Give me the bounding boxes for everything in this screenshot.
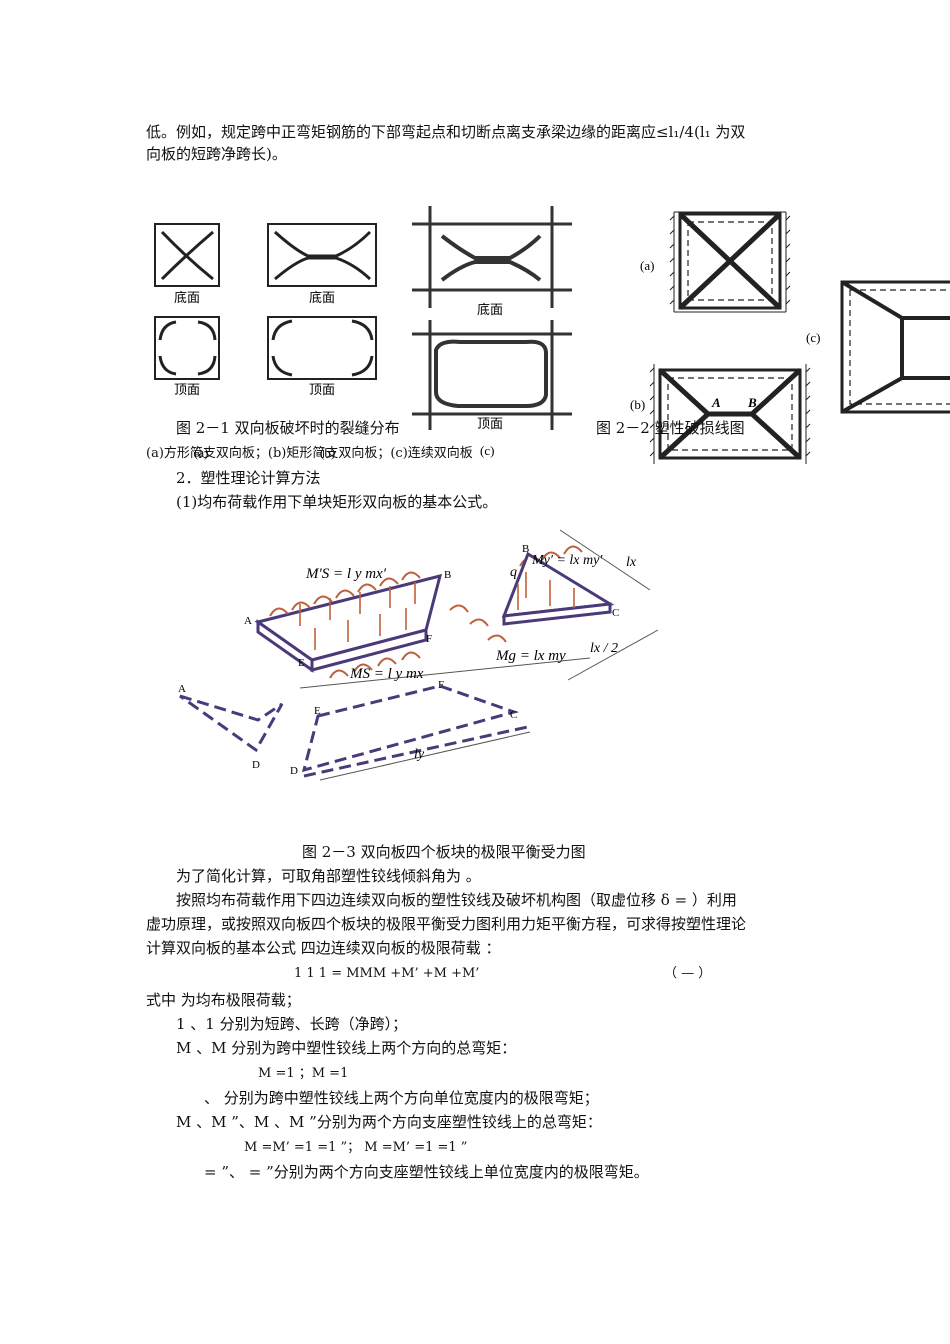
- fig3-caption: 图 2－3 双向板四个板块的极限平衡受力图: [302, 843, 586, 861]
- def-4: 、 分别为跨中塑性铰线上两个方向单位宽度内的极限弯矩；: [204, 1089, 599, 1107]
- fig3-point-f2: F: [438, 679, 444, 691]
- section-heading: 2．塑性理论计算方法: [176, 469, 321, 487]
- section-sub: (1)均布荷载作用下单块矩形双向板的基本公式。: [176, 493, 498, 511]
- fig1-tag-a: (a): [194, 445, 208, 460]
- def-2: M 、M 分别为跨中塑性铰线上两个方向的总弯矩：: [176, 1039, 517, 1057]
- fig3-my-top: My′ = lx my′: [531, 553, 603, 568]
- fig3-point-b: B: [444, 569, 451, 581]
- fig3-point-c: C: [612, 607, 619, 619]
- formula-number: （ — ）: [664, 966, 712, 981]
- fig1-caption: 图 2－1 双向板破坏时的裂缝分布: [176, 419, 400, 437]
- fig3-point-e2: E: [314, 705, 321, 717]
- para-1: 为了简化计算，可取角部塑性铰线倾斜角为 。: [176, 867, 481, 885]
- fig3-point-d: D: [252, 759, 260, 771]
- fig3-ly: ly: [414, 747, 425, 762]
- figure-2-2: (a) (b) (c) A B: [630, 211, 950, 464]
- fig3-mg: Mg = lx my: [495, 648, 566, 664]
- fig2-tag-b: (b): [630, 397, 645, 412]
- def-6: M =M’ =1 =1 ”； M =M’ =1 =1 ”: [244, 1140, 468, 1155]
- fig3-point-d2: D: [290, 765, 298, 777]
- fig3-lx: lx: [626, 555, 637, 570]
- fig1-subcaption: (a)方形简支双向板；(b)矩形简支双向板；(c)连续双向板: [146, 446, 473, 461]
- def-3: M =1 ；M =1: [258, 1066, 349, 1081]
- fig2-tag-a: (a): [640, 258, 654, 273]
- fig3-point-e: E: [298, 657, 305, 669]
- def-5: M 、M ”、M 、M ”分别为两个方向支座塑性铰线上的总弯矩：: [176, 1113, 602, 1131]
- def-1: 1 、1 分别为短跨、长跨（净跨）；: [176, 1015, 408, 1033]
- intro-line-2: 向板的短跨净跨长)。: [146, 145, 287, 163]
- fig2-point-b: B: [747, 395, 757, 410]
- fig2-point-a: A: [711, 395, 721, 410]
- fig1-bottom-label-b: 底面: [309, 290, 335, 305]
- def-0: 式中 为均布极限荷载；: [146, 991, 301, 1009]
- formula: 1 1 1 = MMM +M’ +M +M’: [294, 966, 480, 981]
- fig3-q: q: [510, 565, 517, 580]
- figure-2-3: M′S = l y mx′ My′ = lx my′ MS = l y mx M…: [178, 529, 659, 781]
- fig2-tag-c: (c): [806, 330, 820, 345]
- fig3-ms-bot: MS = l y mx: [349, 666, 424, 682]
- intro-line-1: 低。例如，规定跨中正弯矩钢筋的下部弯起点和切断点离支承梁边缘的距离应≤l₁/4(…: [146, 123, 746, 141]
- para-2a: 按照均布荷载作用下四边连续双向板的塑性铰线及破坏机构图（取虚位移 δ = ）利用: [176, 891, 737, 909]
- fig3-point-a2: A: [178, 683, 186, 695]
- fig3-ms-top: M′S = l y mx′: [305, 566, 387, 582]
- fig1-tag-b: (b): [320, 445, 335, 460]
- fig3-point-a: A: [244, 615, 252, 627]
- fig1-tag-c: (c): [480, 443, 494, 458]
- fig3-lx-half: lx / 2: [590, 641, 618, 656]
- fig1-top-label-c: 顶面: [477, 416, 503, 431]
- para-2b: 虚功原理，或按照双向板四个板块的极限平衡受力图利用力矩平衡方程，可求得按塑性理论: [146, 915, 747, 933]
- fig1-bottom-label-c: 底面: [477, 302, 503, 317]
- fig1-bottom-label-a: 底面: [174, 290, 200, 305]
- para-2c: 计算双向板的基本公式 四边连续双向板的极限荷载 ：: [146, 939, 501, 957]
- fig3-point-c2: C: [510, 709, 517, 721]
- fig1-top-label-b: 顶面: [309, 382, 335, 397]
- fig3-point-b2: B: [522, 543, 529, 555]
- fig3-point-f: F: [426, 633, 432, 645]
- figure-2-1: 底面 底面 底面 顶面 顶面 顶面 (a) (b) (c): [154, 206, 572, 460]
- fig2-caption: 图 2－2 塑性破损线图: [596, 419, 745, 437]
- fig1-top-label-a: 顶面: [174, 382, 200, 397]
- def-7: = ”、 = ”分别为两个方向支座塑性铰线上单位宽度内的极限弯矩。: [204, 1163, 649, 1181]
